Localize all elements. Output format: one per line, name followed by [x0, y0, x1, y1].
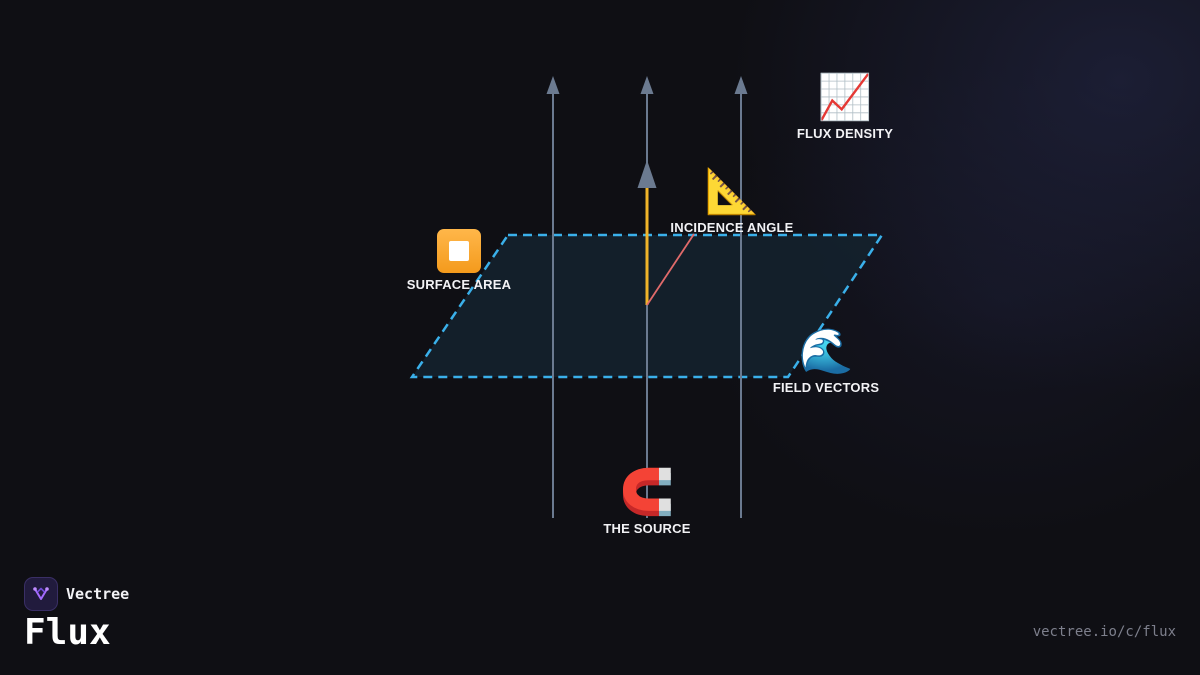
vectree-fork-icon	[24, 577, 58, 611]
node-label-incidence-angle: INCIDENCE ANGLE	[670, 220, 794, 235]
node-flux-density: 📈 FLUX DENSITY	[765, 72, 925, 142]
brand: Vectree	[24, 577, 129, 611]
node-label-surface-area: SURFACE AREA	[406, 277, 512, 292]
node-the-source: 🧲 THE SOURCE	[567, 467, 727, 537]
footer-url[interactable]: vectree.io/c/flux	[1032, 624, 1176, 640]
incidence-angle-line	[646, 233, 695, 306]
field-arrowhead-left	[546, 76, 560, 94]
page-title: Flux	[24, 612, 111, 653]
chart-increasing-icon: 📈	[817, 72, 873, 123]
orange-square-icon	[379, 224, 539, 274]
node-label-flux-density: FLUX DENSITY	[796, 126, 894, 141]
node-field-vectors: 🌊 FIELD VECTORS	[746, 326, 906, 396]
node-label-field-vectors: FIELD VECTORS	[772, 380, 880, 395]
node-incidence-angle: 📐 INCIDENCE ANGLE	[652, 166, 812, 236]
brand-name: Vectree	[66, 585, 130, 603]
triangular-ruler-icon: 📐	[704, 166, 760, 217]
magnet-icon: 🧲	[619, 467, 675, 518]
node-surface-area: SURFACE AREA	[379, 224, 539, 292]
normal-vector-arrowhead	[637, 160, 657, 188]
field-arrowhead-center	[640, 76, 654, 94]
node-label-the-source: THE SOURCE	[603, 521, 691, 536]
water-wave-icon: 🌊	[798, 326, 854, 377]
field-arrowhead-right	[734, 76, 748, 94]
